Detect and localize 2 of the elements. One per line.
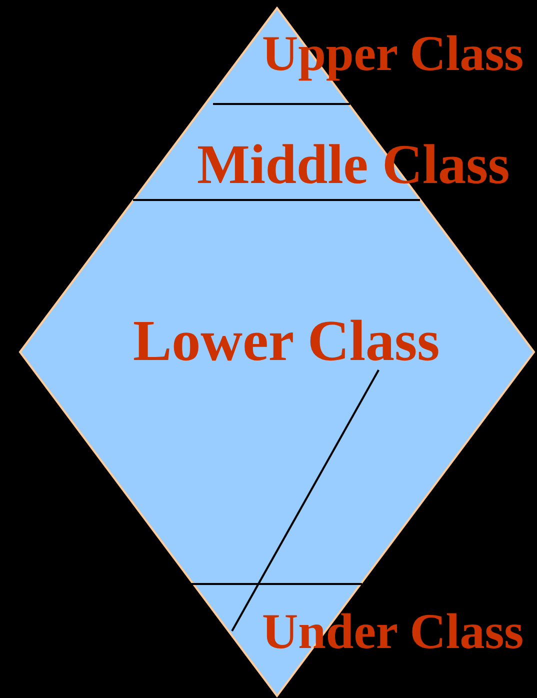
class-label: Lower Class: [133, 312, 440, 370]
connector-line: [231, 370, 380, 632]
